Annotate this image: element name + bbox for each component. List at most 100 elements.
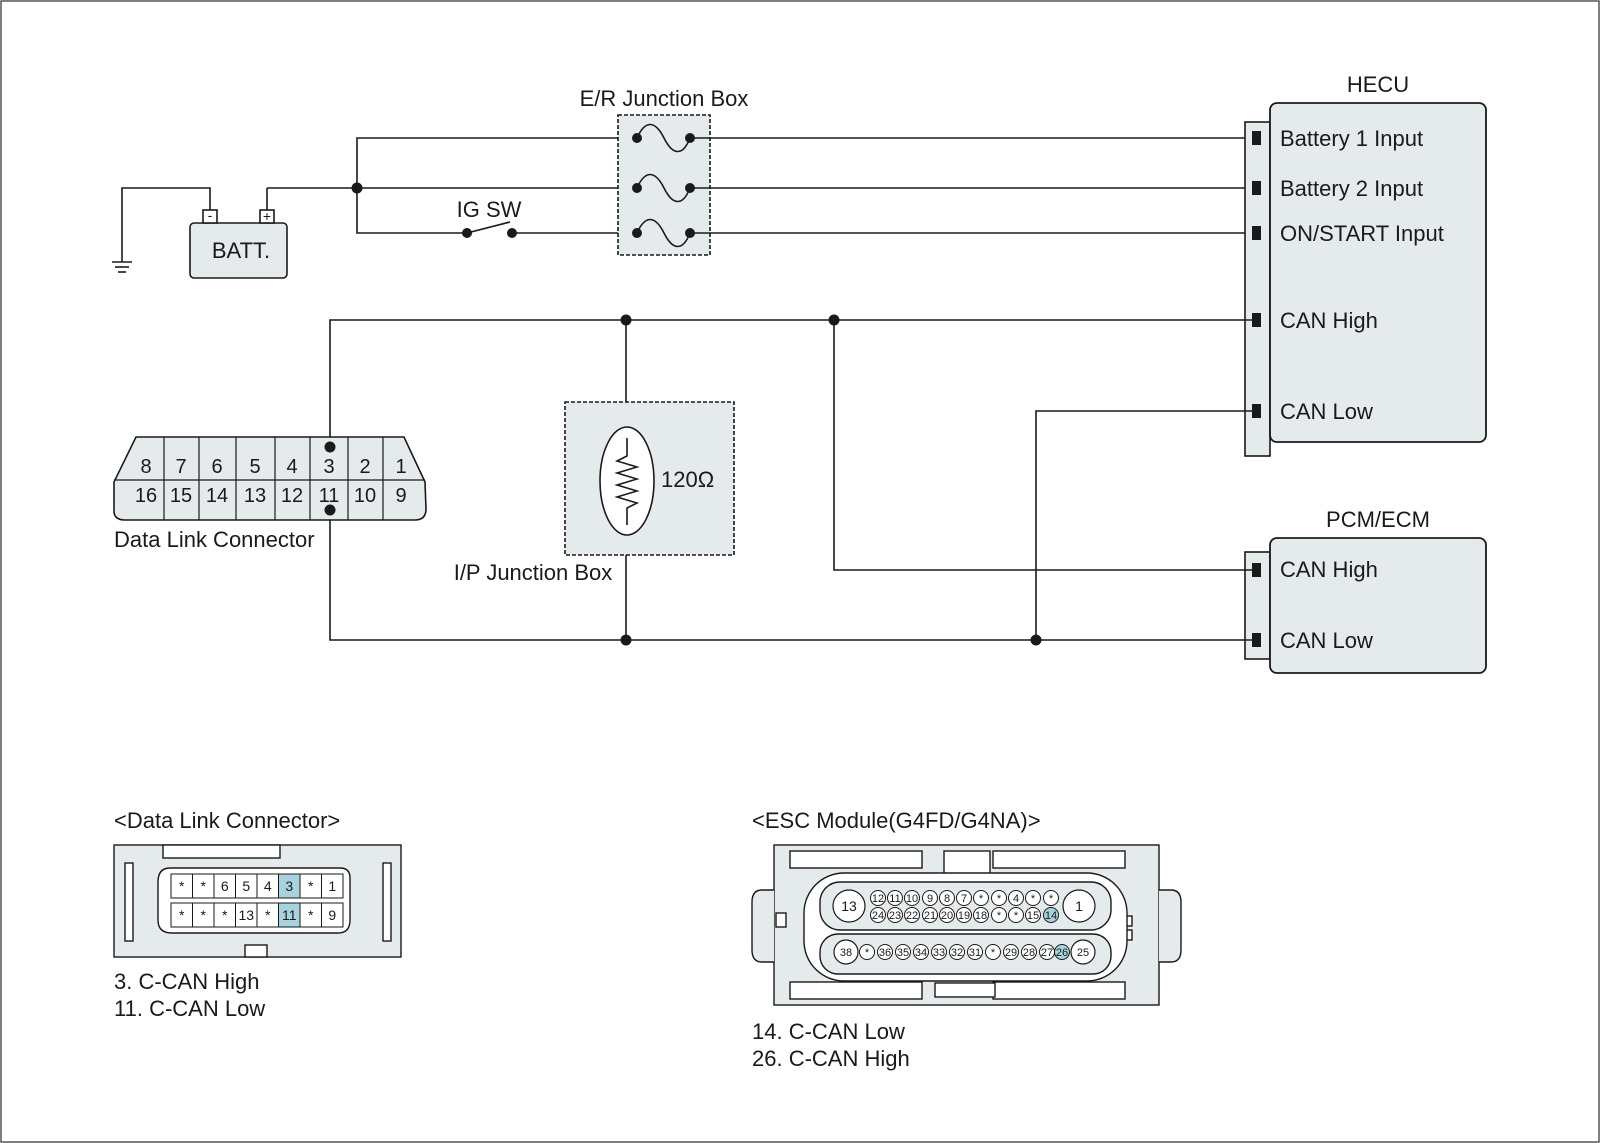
- hecu-pin-battery1: Battery 1 Input: [1280, 126, 1423, 151]
- svg-text:*: *: [201, 878, 207, 894]
- svg-text:29: 29: [1005, 947, 1017, 959]
- ig-switch-label: IG SW: [457, 197, 522, 222]
- svg-text:16: 16: [135, 485, 157, 507]
- svg-text:3: 3: [285, 878, 293, 894]
- dlc-pin11-splice: [324, 504, 336, 516]
- svg-text:*: *: [865, 947, 870, 959]
- svg-text:18: 18: [975, 910, 987, 922]
- svg-text:*: *: [265, 907, 271, 923]
- dlc-bottom-pins: 16 15 14 13 12 11 10 9: [135, 485, 407, 507]
- svg-text:8: 8: [944, 893, 950, 905]
- svg-text:*: *: [997, 910, 1002, 922]
- esc-pin-38: 38: [840, 947, 852, 959]
- hecu-pin-battery2: Battery 2 Input: [1280, 176, 1423, 201]
- esc-detail-small-pins: [859, 890, 1070, 960]
- pcm-pin-can-low: CAN Low: [1280, 628, 1373, 653]
- svg-text:*: *: [201, 907, 207, 923]
- svg-text:19: 19: [958, 910, 970, 922]
- hecu-module: [1269, 102, 1487, 443]
- esc-detail-pin-row2: 24 23 22 21 20 19 18 * * 15 14: [872, 910, 1057, 922]
- svg-text:36: 36: [879, 947, 891, 959]
- svg-text:*: *: [979, 893, 984, 905]
- svg-text:*: *: [991, 947, 996, 959]
- svg-text:13: 13: [244, 485, 266, 507]
- svg-text:*: *: [1014, 910, 1019, 922]
- resistor-icon: [614, 438, 640, 525]
- esc-pin-25: 25: [1077, 947, 1089, 959]
- svg-text:11: 11: [889, 893, 900, 905]
- dlc-label: Data Link Connector: [114, 527, 315, 552]
- battery: [112, 187, 357, 279]
- svg-text:14: 14: [1045, 910, 1057, 922]
- svg-text:6: 6: [211, 456, 222, 478]
- svg-text:12: 12: [281, 485, 303, 507]
- ig-switch-contact: [507, 228, 517, 238]
- power-feed-wires: [356, 137, 637, 234]
- battery-negative-terminal: -: [208, 207, 213, 223]
- esc-detail-big-pins: [832, 889, 1096, 965]
- svg-text:7: 7: [175, 456, 186, 478]
- resistor-value: 120Ω: [661, 467, 714, 492]
- dlc-note-pin11: 11. C-CAN Low: [114, 996, 265, 1021]
- fuse-set: [636, 123, 691, 248]
- esc-detail-pin-row3: * 36 35 34 33 32 31 * 29 28 27 26: [865, 947, 1068, 959]
- svg-text:*: *: [1031, 893, 1036, 905]
- svg-text:14: 14: [206, 485, 228, 507]
- battery-positive-terminal: +: [263, 208, 271, 224]
- svg-text:1: 1: [328, 878, 336, 894]
- svg-text:13: 13: [238, 907, 254, 923]
- svg-text:9: 9: [927, 893, 933, 905]
- hecu-connector: [1244, 121, 1271, 457]
- svg-text:5: 5: [242, 878, 250, 894]
- svg-text:4: 4: [286, 456, 297, 478]
- svg-text:11: 11: [319, 485, 340, 507]
- svg-text:6: 6: [221, 878, 229, 894]
- svg-text:34: 34: [915, 947, 927, 959]
- esc-note-pin26: 26. C-CAN High: [752, 1046, 910, 1071]
- svg-text:28: 28: [1023, 947, 1035, 959]
- svg-text:31: 31: [969, 947, 981, 959]
- svg-text:3: 3: [323, 456, 334, 478]
- svg-text:9: 9: [395, 485, 406, 507]
- dlc-note-pin3: 3. C-CAN High: [114, 969, 259, 994]
- svg-text:9: 9: [328, 907, 336, 923]
- terminating-resistor-housing: [599, 426, 655, 536]
- svg-text:*: *: [179, 878, 185, 894]
- esc-pin-1: 1: [1075, 898, 1083, 914]
- svg-text:15: 15: [1027, 910, 1039, 922]
- ig-switch-contact: [462, 228, 472, 238]
- pcm-ecm-module: [1269, 537, 1487, 674]
- svg-text:22: 22: [906, 910, 918, 922]
- ip-junction-box-label: I/P Junction Box: [454, 560, 613, 585]
- svg-text:26: 26: [1056, 947, 1068, 959]
- dlc-detail-pin-row2: * * * 13 * 11 * 9: [179, 907, 336, 923]
- esc-detail-title: <ESC Module(G4FD/G4NA)>: [752, 808, 1041, 833]
- svg-text:35: 35: [897, 947, 909, 959]
- svg-text:*: *: [997, 893, 1002, 905]
- svg-text:7: 7: [961, 893, 967, 905]
- can-bus-wires: [329, 319, 1257, 641]
- svg-text:32: 32: [951, 947, 963, 959]
- svg-text:21: 21: [924, 910, 936, 922]
- svg-text:*: *: [308, 907, 314, 923]
- svg-text:*: *: [308, 878, 314, 894]
- svg-text:24: 24: [872, 910, 884, 922]
- dlc-top-pins: 8 7 6 5 4 3 2 1: [140, 456, 406, 478]
- svg-text:*: *: [179, 907, 185, 923]
- hecu-power-wires: [690, 137, 1257, 234]
- svg-text:11: 11: [282, 907, 297, 923]
- pcm-pin-can-high: CAN High: [1280, 557, 1378, 582]
- svg-text:27: 27: [1041, 947, 1053, 959]
- dlc-grid-lines: [114, 437, 425, 520]
- svg-text:4: 4: [1013, 893, 1019, 905]
- svg-text:*: *: [1049, 893, 1054, 905]
- dlc-detail-pin-row1: * * 6 5 4 3 * 1: [179, 878, 336, 894]
- battery-label: BATT.: [212, 238, 270, 263]
- hecu-title: HECU: [1347, 72, 1409, 97]
- esc-detail-housing: [751, 844, 1182, 1006]
- svg-text:15: 15: [170, 485, 192, 507]
- svg-text:5: 5: [249, 456, 260, 478]
- dlc-pin3-splice: [324, 441, 336, 453]
- svg-text:*: *: [222, 907, 228, 923]
